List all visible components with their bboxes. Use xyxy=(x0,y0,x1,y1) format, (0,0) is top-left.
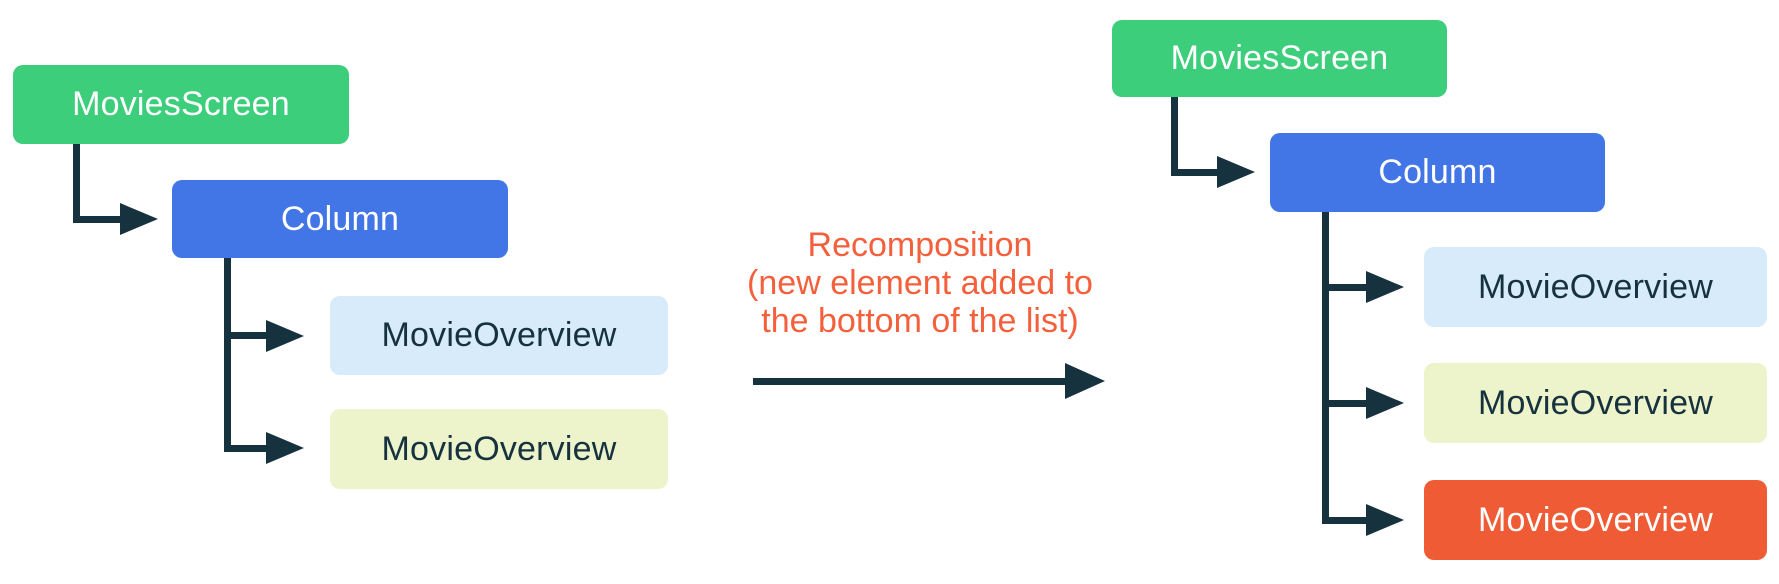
arrowhead-icon xyxy=(1366,271,1404,303)
connector-line xyxy=(224,445,268,452)
node-movies-screen: MoviesScreen xyxy=(1112,20,1447,97)
connector-line xyxy=(73,144,80,223)
node-movie-overview-2: MovieOverview xyxy=(1424,363,1767,443)
caption-line: (new element added to xyxy=(747,264,1093,302)
arrowhead-icon xyxy=(1366,387,1404,419)
connector-line xyxy=(1322,517,1368,524)
arrowhead-icon xyxy=(120,203,158,235)
connector-line xyxy=(1171,97,1178,176)
connector-line xyxy=(1322,400,1368,407)
node-movie-overview-1: MovieOverview xyxy=(330,296,668,375)
node-movie-overview-2: MovieOverview xyxy=(330,409,668,489)
connector-line xyxy=(1171,169,1219,176)
connector-line xyxy=(1322,212,1329,524)
connector-line xyxy=(73,216,122,223)
recomposition-caption: Recomposition (new element added to the … xyxy=(680,226,1160,340)
caption-line: Recomposition xyxy=(807,226,1033,264)
node-movie-overview-1: MovieOverview xyxy=(1424,247,1767,327)
caption-line: the bottom of the list) xyxy=(761,302,1079,340)
arrowhead-icon xyxy=(266,432,304,464)
arrowhead-icon xyxy=(266,320,304,352)
arrowhead-icon xyxy=(1065,363,1105,399)
node-column: Column xyxy=(1270,133,1605,212)
connector-line xyxy=(224,258,231,452)
arrowhead-icon xyxy=(1217,156,1255,188)
recomposition-arrow xyxy=(753,378,1067,385)
node-movie-overview-3-new: MovieOverview xyxy=(1424,480,1767,560)
node-column: Column xyxy=(172,180,508,258)
arrowhead-icon xyxy=(1366,504,1404,536)
connector-line xyxy=(1322,284,1368,291)
connector-line xyxy=(224,332,268,339)
node-movies-screen: MoviesScreen xyxy=(13,65,349,144)
